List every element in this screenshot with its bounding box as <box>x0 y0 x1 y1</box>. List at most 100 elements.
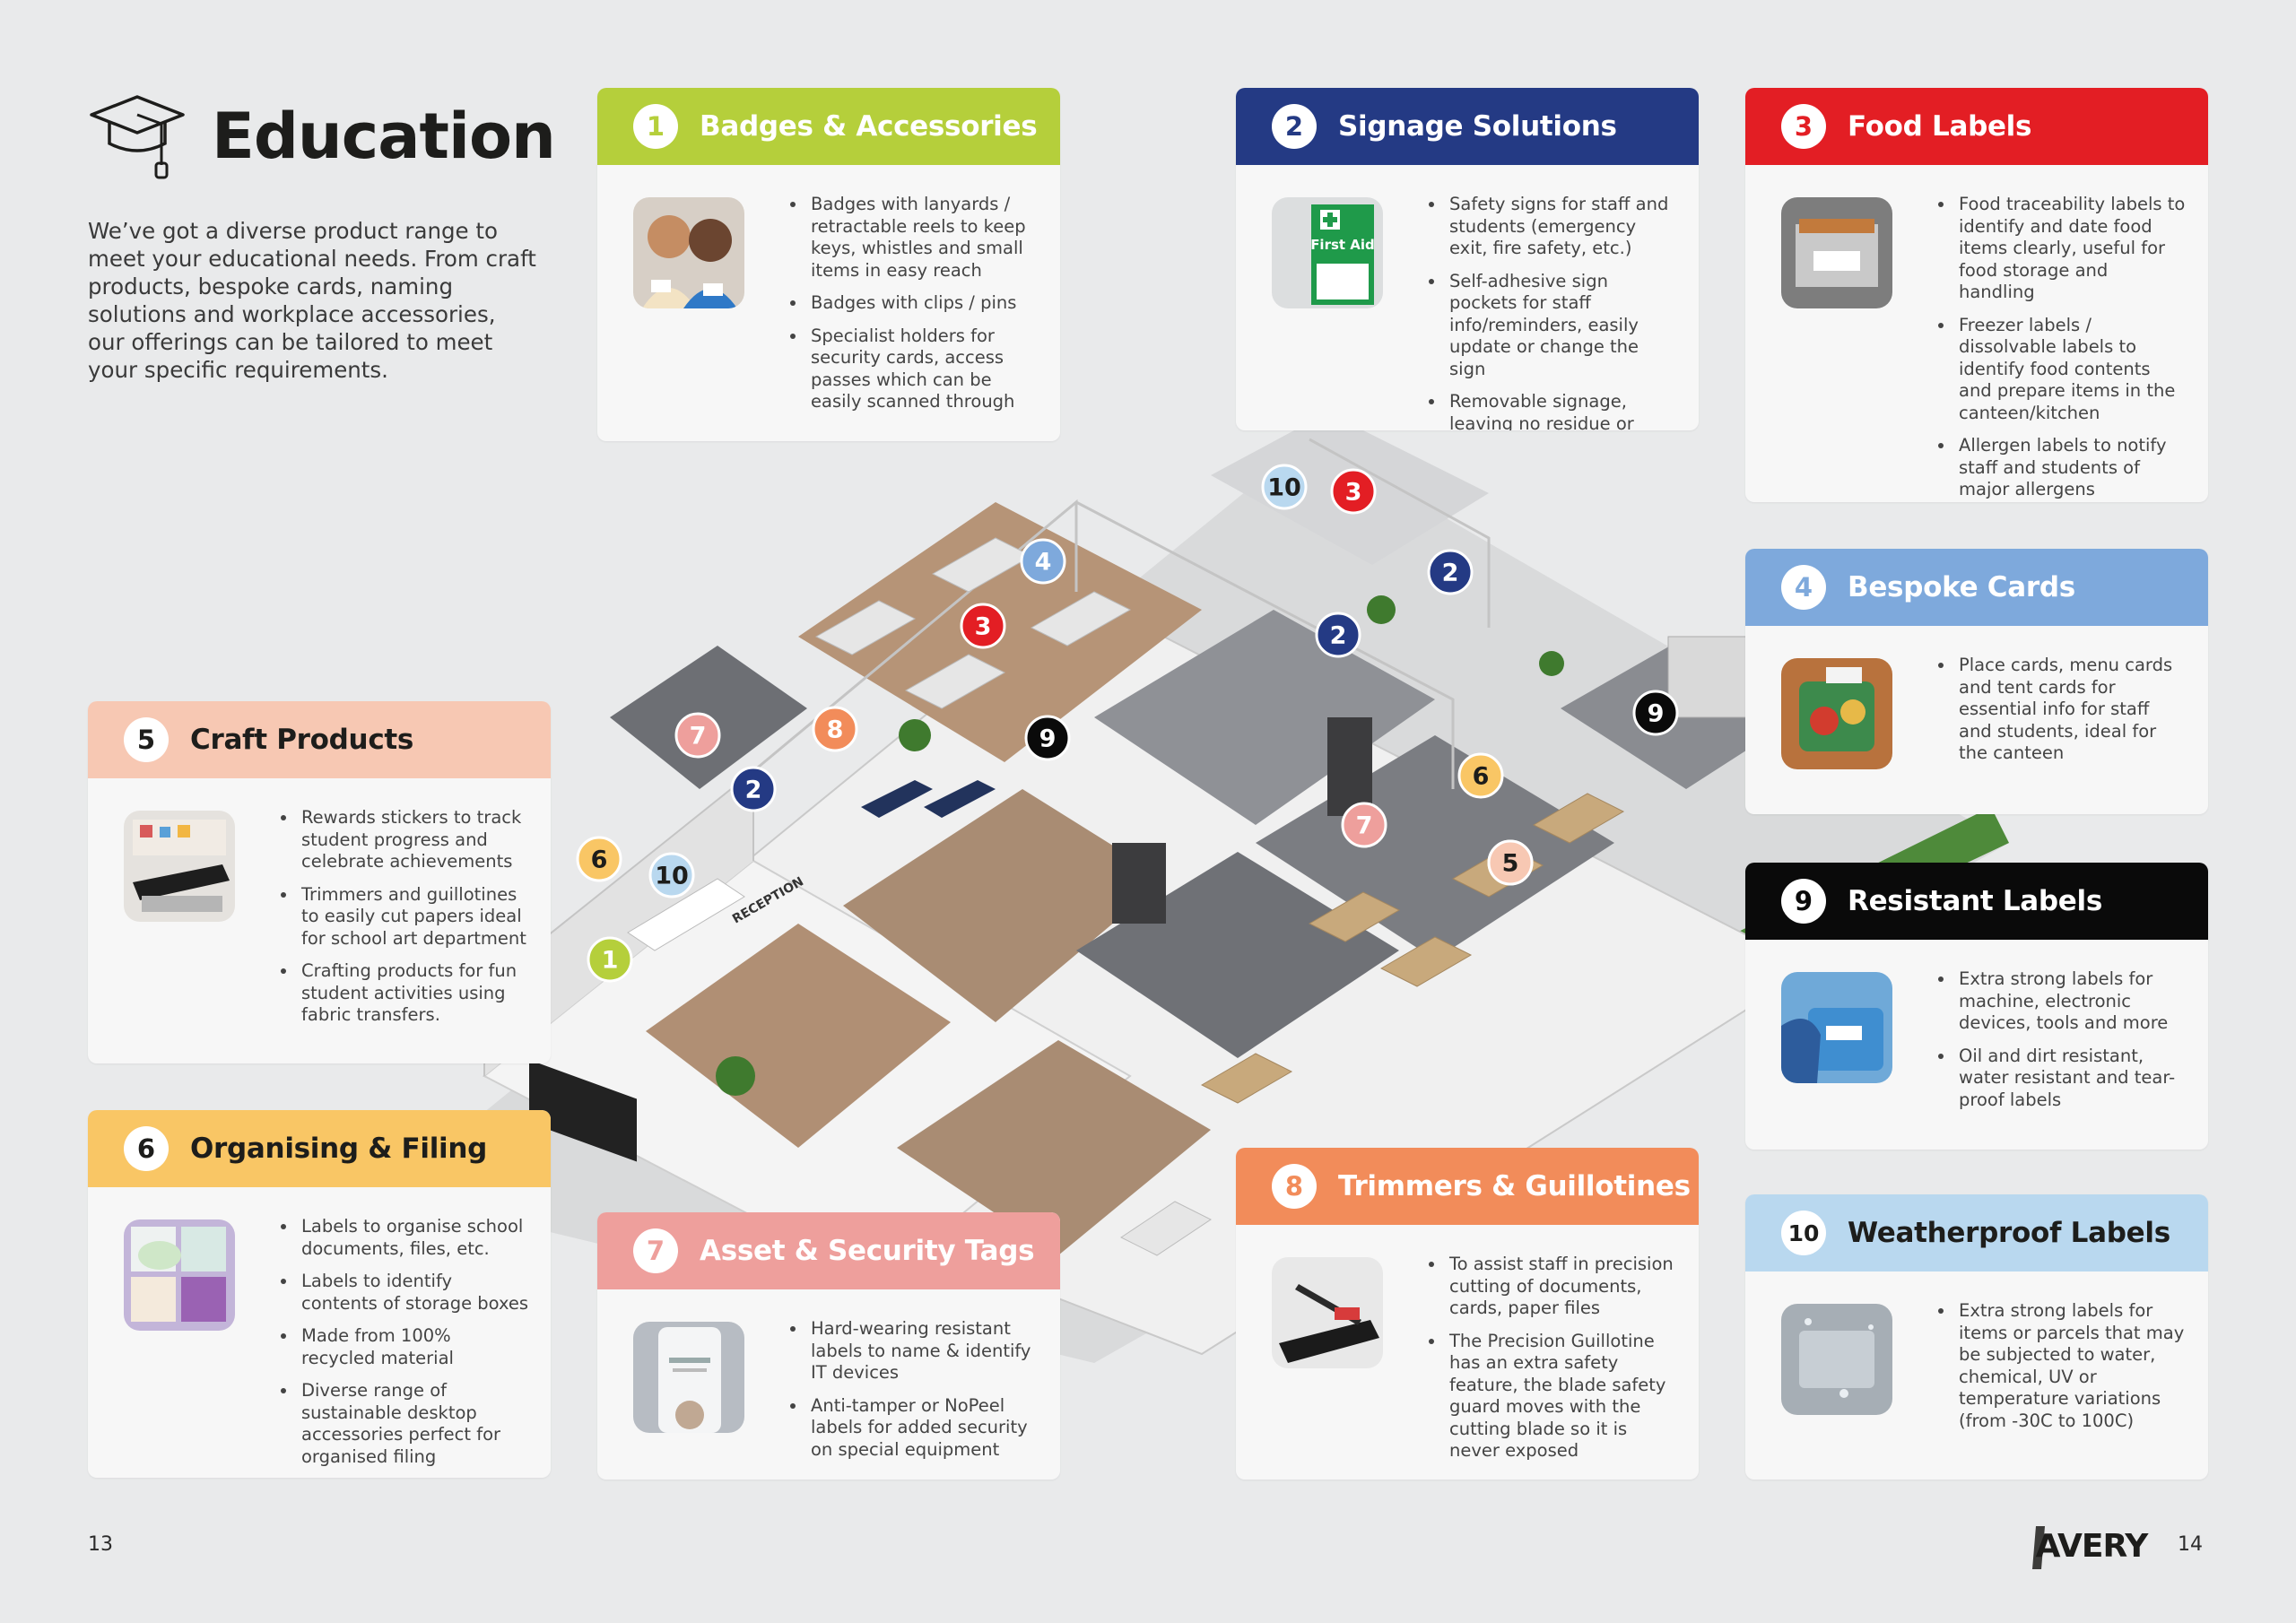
card-number: 5 <box>124 717 169 762</box>
card-resistant-labels: 9 Resistant Labels Extra strong labels f… <box>1745 863 2208 1150</box>
card-title: Asset & Security Tags <box>700 1235 1035 1267</box>
avery-logo: AVERY <box>2032 1526 2150 1569</box>
card-organising-filing: 6 Organising & Filing Labels to organise… <box>88 1110 551 1478</box>
bullet-item: Safety signs for staff and students (eme… <box>1446 194 1677 260</box>
marker-number: 6 <box>591 846 608 874</box>
card-title: Badges & Accessories <box>700 110 1038 143</box>
first-aid-sign-photo: First Aid <box>1272 197 1383 308</box>
card-weatherproof-labels: 10 Weatherproof Labels Extra strong labe… <box>1745 1194 2208 1480</box>
bullet-item: To assist staff in precision cutting of … <box>1446 1254 1677 1320</box>
bullet-item: Food traceability labels to identify and… <box>1955 194 2187 304</box>
wet-label-photo <box>1781 1304 1892 1415</box>
floorplan-marker-3: 3 <box>1330 468 1377 515</box>
wood-floor-kitchen <box>897 1040 1211 1255</box>
card-header: 1 Badges & Accessories <box>597 88 1060 165</box>
library-shelves <box>1667 636 1750 718</box>
marker-number: 3 <box>1345 479 1362 507</box>
card-food-labels: 3 Food Labels Food traceability labels t… <box>1745 88 2208 502</box>
marker-number: 2 <box>745 777 762 804</box>
bullet-item: Extra strong labels for items or parcels… <box>1955 1300 2187 1432</box>
reception-desk <box>627 878 745 951</box>
floorplan-marker-4: 4 <box>1020 538 1066 585</box>
card-bespoke-cards: 4 Bespoke Cards Place cards, menu cards … <box>1745 549 2208 814</box>
card-signage-solutions: 2 Signage Solutions First Aid Safety sig… <box>1236 88 1699 430</box>
marker-number: 10 <box>1267 474 1301 502</box>
card-number: 7 <box>633 1228 678 1273</box>
card-title: Signage Solutions <box>1338 110 1617 143</box>
floorplan-marker-2: 2 <box>1315 612 1361 658</box>
floorplan-marker-2: 2 <box>730 766 777 812</box>
floorplan-marker-7: 7 <box>1341 802 1387 848</box>
wall-c <box>1075 500 1455 789</box>
guillotine-photo <box>1272 1257 1383 1368</box>
bullet-item: Oil and dirt resistant, water resistant … <box>1955 1046 2187 1112</box>
floorplan-marker-10: 10 <box>648 852 695 898</box>
card-badges-accessories: 1 Badges & Accessories Badges with lanya… <box>597 88 1060 441</box>
wood-floor-reception <box>646 924 951 1148</box>
bullet-item: Labels to identify contents of storage b… <box>298 1271 529 1315</box>
intro-text: We’ve got a diverse product range to mee… <box>88 218 536 383</box>
floorplan-marker-3: 3 <box>960 603 1006 649</box>
marker-number: 7 <box>1356 812 1373 840</box>
classroom-tables <box>814 537 1212 1256</box>
card-bullets: Badges with lanyards / retractable reels… <box>744 194 1039 424</box>
marker-number: 5 <box>1502 850 1519 878</box>
children-badges-photo <box>633 197 744 308</box>
marker-number: 9 <box>1039 725 1057 753</box>
carpet-hall <box>1094 610 1435 825</box>
marker-number: 2 <box>1330 622 1347 650</box>
device-label-photo <box>1781 972 1892 1083</box>
card-header: 2 Signage Solutions <box>1236 88 1699 165</box>
page-number-right: 14 <box>2178 1533 2203 1556</box>
marker-number: 6 <box>1473 763 1490 791</box>
card-number: 3 <box>1781 104 1826 149</box>
bullet-item: Removable signage, leaving no residue or… <box>1446 391 1677 430</box>
card-bullets: Safety signs for staff and students (eme… <box>1383 194 1677 430</box>
card-header: 6 Organising & Filing <box>88 1110 551 1187</box>
card-header: 3 Food Labels <box>1745 88 2208 165</box>
bullet-item: Diverse range of sustainable desktop acc… <box>298 1380 529 1468</box>
card-header: 7 Asset & Security Tags <box>597 1212 1060 1289</box>
card-number: 1 <box>633 104 678 149</box>
marker-number: 1 <box>602 947 619 975</box>
bullet-item: Allergen labels to notify staff and stud… <box>1955 435 2187 501</box>
graduation-cap-icon <box>90 95 185 179</box>
lunchbox-cards-photo <box>1781 658 1892 769</box>
bullet-item: Extra strong labels for machine, electro… <box>1955 968 2187 1035</box>
food-container-photo <box>1781 197 1892 308</box>
card-number: 2 <box>1272 104 1317 149</box>
bullet-item: Specialist holders for security cards, a… <box>807 325 1039 413</box>
bullet-item: Hard-wearing resistant labels to name & … <box>807 1318 1039 1384</box>
marker-number: 3 <box>975 613 992 641</box>
wood-floor-lounge <box>843 789 1166 1022</box>
card-craft-products: 5 Craft Products Rewards stickers to tra… <box>88 701 551 1063</box>
bullet-item: Badges with clips / pins <box>807 292 1039 315</box>
page-title: Education <box>212 100 556 173</box>
marker-number: 7 <box>690 723 707 751</box>
card-bullets: Extra strong labels for items or parcels… <box>1892 1300 2187 1443</box>
card-bullets: To assist staff in precision cutting of … <box>1383 1254 1677 1473</box>
card-header: 9 Resistant Labels <box>1745 863 2208 940</box>
card-title: Craft Products <box>190 724 414 756</box>
floorplan-marker-5: 5 <box>1487 839 1534 886</box>
card-title: Trimmers & Guillotines <box>1338 1170 1691 1202</box>
bullet-item: Badges with lanyards / retractable reels… <box>807 194 1039 282</box>
floorplan-marker-6: 6 <box>1457 752 1504 799</box>
bullet-item: The Precision Guillotine has an extra sa… <box>1446 1331 1677 1462</box>
filing-labels-photo <box>124 1219 235 1331</box>
card-trimmers-guillotines: 8 Trimmers & Guillotines To assist staff… <box>1236 1148 1699 1480</box>
floorplan-marker-9: 9 <box>1024 715 1071 761</box>
card-asset-security-tags: 7 Asset & Security Tags Hard-wearing res… <box>597 1212 1060 1480</box>
floorplan-marker-8: 8 <box>812 706 858 752</box>
bullet-item: Labels to organise school documents, fil… <box>298 1216 529 1260</box>
cabinet-dark-2 <box>1112 843 1166 924</box>
bullet-item: Place cards, menu cards and tent cards f… <box>1955 655 2187 765</box>
card-number: 9 <box>1781 879 1826 924</box>
marker-number: 2 <box>1442 560 1459 587</box>
cabinet-dark <box>1327 717 1372 816</box>
card-title: Resistant Labels <box>1848 885 2103 917</box>
security-tag-photo <box>633 1322 744 1433</box>
card-bullets: Extra strong labels for machine, electro… <box>1892 968 2187 1122</box>
floorplan-marker-1: 1 <box>587 936 633 983</box>
marker-number: 10 <box>655 863 689 890</box>
